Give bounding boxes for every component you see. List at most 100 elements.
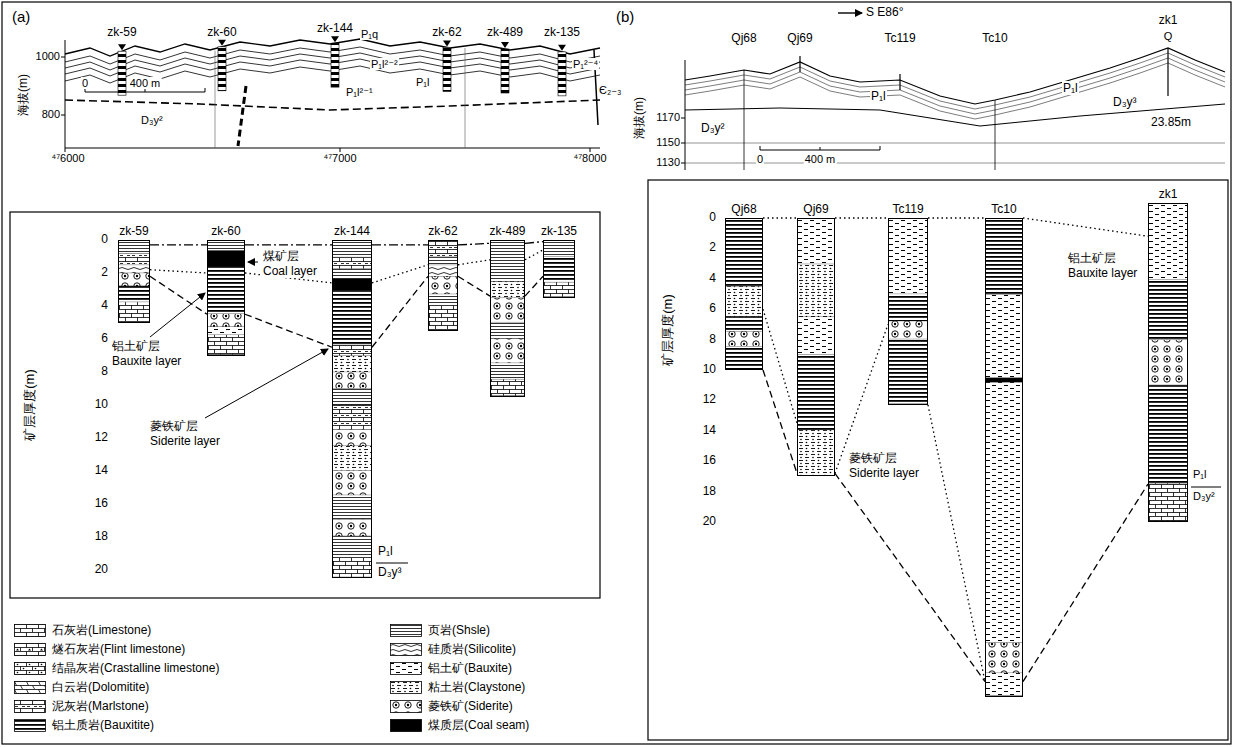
layer-label: 菱铁矿层 <box>150 419 198 433</box>
axis-tick <box>340 148 341 152</box>
borehole-marker <box>501 42 509 48</box>
correlation-line <box>928 405 985 682</box>
stratum-code: P₁l <box>415 76 431 88</box>
band-boundary <box>726 369 762 370</box>
lithology-band <box>333 558 371 578</box>
axis-line <box>65 40 66 148</box>
elevation-tick: 800 <box>42 108 60 120</box>
legend-swatch <box>14 662 46 675</box>
lithology-band <box>986 382 1022 642</box>
borehole-line <box>1167 48 1168 96</box>
scale-label: 400 m <box>129 77 162 89</box>
legend-swatch <box>14 719 46 732</box>
correlation-line <box>835 473 985 681</box>
legend-text: 燧石灰岩(Flint limestone) <box>52 643 185 657</box>
band-boundary <box>1149 520 1187 521</box>
stratum-code: P₁l²⁻² <box>370 58 399 70</box>
lithology-band <box>333 257 371 268</box>
legend-text: 结晶灰岩(Crastalline limestone) <box>52 662 219 676</box>
leader-arrow <box>205 349 328 418</box>
column-name: Qj69 <box>803 203 828 217</box>
formation-boundary <box>685 104 1225 126</box>
legend-text: 铝土矿(Bauxite) <box>428 662 512 676</box>
legend-swatch <box>390 681 422 694</box>
legend-text: 硅质岩(Silicolite) <box>428 643 516 657</box>
drill-column: zk1 <box>1148 203 1188 522</box>
lithology-band <box>333 471 371 496</box>
layer-label: 菱铁矿层 <box>848 451 898 465</box>
correlation-line <box>372 265 428 283</box>
lithology-log <box>986 219 1022 696</box>
section-point-name: Qj68 <box>731 31 756 45</box>
correlation-line <box>245 244 332 245</box>
layer-label: 铝土矿层 <box>112 339 160 353</box>
layer-label: Siderite layer <box>848 466 920 480</box>
correlation-line <box>150 270 207 273</box>
drill-column: zk-59 <box>118 240 150 323</box>
borehole-name: zk-62 <box>432 25 461 39</box>
lithology-band <box>889 219 927 294</box>
drill-column: Tc10 <box>985 218 1023 697</box>
depth-tick: 4 <box>709 271 716 285</box>
lithology-log <box>726 219 762 369</box>
legend-swatch <box>14 681 46 694</box>
stratum-line <box>685 163 1225 164</box>
lithology-log <box>491 241 524 396</box>
depth-tick: 12 <box>95 430 108 444</box>
scale-tick <box>880 146 881 150</box>
legend-swatch-fill <box>391 701 422 713</box>
layer-label: 铝土矿层 <box>1068 251 1116 265</box>
borehole-log <box>118 51 126 95</box>
layer-label: Bauxite layer <box>1068 266 1137 280</box>
contact-line <box>376 563 408 564</box>
band-boundary <box>491 395 524 396</box>
borehole-log <box>331 43 339 87</box>
borehole-marker <box>443 40 451 46</box>
axis-tick <box>65 148 66 152</box>
lithology-band <box>119 265 149 273</box>
drill-column: zk-489 <box>490 240 525 397</box>
column-name: zk-60 <box>211 225 240 239</box>
column-name: zk-59 <box>119 225 148 239</box>
lithology-band <box>1149 340 1187 385</box>
lithology-band <box>986 673 1022 696</box>
stratum-code: D₃y² <box>140 114 164 126</box>
section-point-name: Tc10 <box>982 31 1007 45</box>
lithology-band <box>429 241 457 257</box>
layer-label: Siderite layer <box>150 434 220 448</box>
correlation-line <box>1023 218 1148 236</box>
axis-tick <box>61 57 65 58</box>
panel-frame <box>648 180 1228 740</box>
scale-tick <box>145 89 146 92</box>
lithology-band <box>333 356 371 372</box>
legend-swatch-fill <box>391 625 422 637</box>
legend-text: 煤质层(Coal seam) <box>428 719 529 733</box>
borehole-log <box>443 47 451 91</box>
legend-swatch <box>390 662 422 675</box>
legend-swatch-fill <box>15 663 46 675</box>
borehole-marker <box>218 40 226 46</box>
coordinate-label: ⁴⁷7000 <box>323 152 356 164</box>
layer-label: Coal layer <box>262 264 318 278</box>
axis-title: 矿层厚度(m) <box>22 369 37 441</box>
correlation-line <box>1023 484 1148 682</box>
axis-tick <box>590 148 591 152</box>
lithology-band <box>1149 385 1187 483</box>
drill-column: zk-60 <box>207 240 245 356</box>
lithology-band <box>333 405 371 430</box>
band-boundary <box>889 403 927 404</box>
lithology-band <box>333 495 371 520</box>
band-boundary <box>119 321 149 322</box>
lithology-band <box>208 335 244 354</box>
drill-column: Qj68 <box>725 218 763 370</box>
axis-tick <box>61 115 65 116</box>
correlation-line <box>835 217 888 218</box>
depth-tick: 2 <box>101 265 108 279</box>
lithology-band <box>726 332 762 347</box>
stratum-code: P₁l <box>1062 81 1079 95</box>
lithology-log <box>1149 204 1187 521</box>
axis-tick <box>681 143 685 144</box>
depth-tick: 16 <box>95 496 108 510</box>
stratum-code: D₃y³ <box>378 565 402 579</box>
borehole-name: zk-60 <box>207 25 236 39</box>
